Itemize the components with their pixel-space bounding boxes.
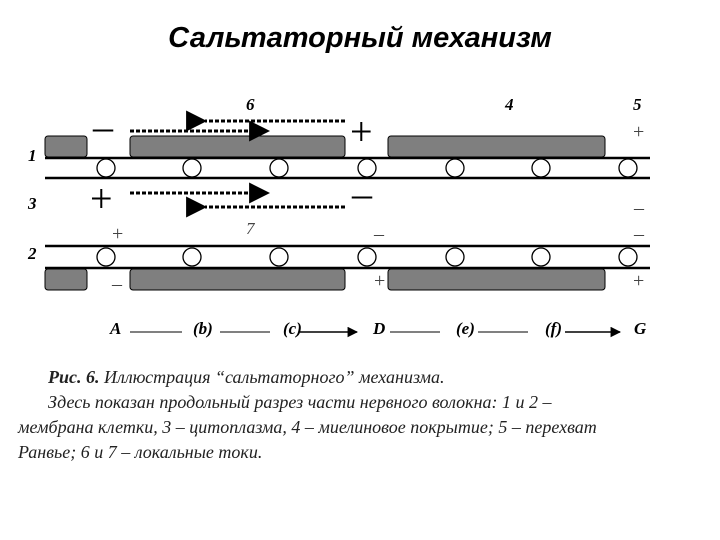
saltatory-diagram: 1 3 2 6 4 5 7 – + + – + – – + – – + + A … — [27, 95, 650, 338]
sign-plus-left-lower: + — [112, 223, 123, 245]
caption-line-4: Ранвье; 6 и 7 – локальные токи. — [18, 442, 263, 462]
sign-plus-middle-bottom: + — [374, 270, 385, 292]
sign-minus-top-left: – — [92, 104, 114, 149]
sign-plus-top-middle: + — [350, 109, 373, 154]
sign-plus-right-bottom: + — [633, 270, 644, 292]
point-f: (f) — [545, 319, 562, 338]
label-cytoplasm-3: 3 — [27, 194, 37, 213]
label-current-7: 7 — [246, 219, 256, 238]
point-e: (e) — [456, 319, 475, 338]
point-a: A — [109, 319, 121, 338]
point-c: (c) — [283, 319, 302, 338]
myelin-bottom-right — [387, 268, 606, 291]
label-node-5: 5 — [633, 95, 642, 114]
figure-caption: Рис. 6. Иллюстрация “сальтаторного” меха… — [18, 365, 708, 465]
protein-circles-top — [96, 158, 638, 178]
caption-fig-label: Рис. 6. — [48, 367, 100, 387]
caption-line-3: мембрана клетки, 3 – цитоплазма, 4 – мие… — [18, 417, 597, 437]
myelin-top-right — [387, 135, 606, 158]
myelin-bottom-middle — [129, 268, 346, 291]
sign-minus-right-lower: – — [633, 223, 645, 245]
label-current-6: 6 — [246, 95, 255, 114]
sign-minus-middle-lower: – — [373, 223, 385, 245]
page-title: Сальтаторный механизм — [168, 22, 552, 54]
sign-minus-left-bottom: – — [111, 273, 123, 295]
caption-line-1: Рис. 6. Иллюстрация “сальтаторного” меха… — [18, 365, 708, 390]
point-g: G — [634, 319, 647, 338]
myelin-top-left — [44, 135, 88, 158]
myelin-top-middle — [129, 135, 346, 158]
protein-circles-bottom — [96, 247, 638, 267]
caption-line-1-text: Иллюстрация “сальтаторного” механизма. — [99, 367, 445, 387]
sign-minus-right-mid: – — [633, 197, 645, 219]
label-membrane-1: 1 — [28, 146, 37, 165]
sign-plus-mid-left: + — [90, 176, 113, 221]
point-b: (b) — [193, 319, 213, 338]
caption-line-2: Здесь показан продольный разрез части не… — [48, 392, 552, 412]
sign-minus-mid-middle: – — [351, 171, 373, 216]
point-d: D — [372, 319, 385, 338]
label-myelin-4: 4 — [504, 95, 514, 114]
myelin-bottom-left — [44, 268, 88, 291]
label-membrane-2: 2 — [27, 244, 37, 263]
sign-plus-right-top: + — [633, 121, 644, 143]
